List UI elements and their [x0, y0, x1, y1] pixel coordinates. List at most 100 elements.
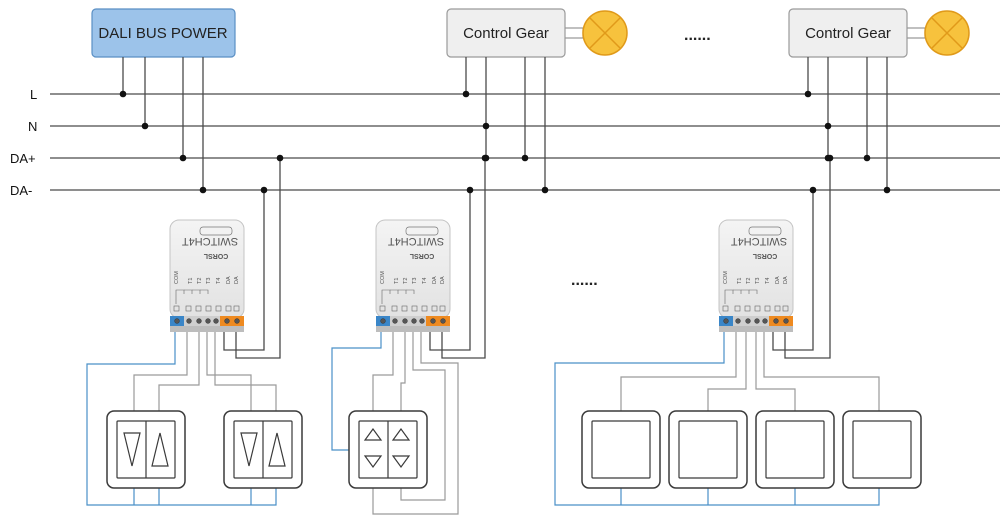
terminal-screw	[783, 318, 789, 324]
terminal-marker	[401, 305, 408, 312]
terminal-screw	[174, 318, 180, 324]
terminal-screw	[224, 318, 230, 324]
junction-dot	[179, 154, 187, 162]
up-arrow-icon	[391, 427, 411, 441]
terminal-base	[170, 326, 244, 332]
terminal-screw	[392, 318, 398, 324]
terminal-marker	[233, 305, 240, 312]
push-button-1[interactable]	[106, 410, 186, 489]
push-button-2[interactable]	[223, 410, 303, 489]
terminal-screw	[773, 318, 779, 324]
control-gear-box	[446, 8, 566, 58]
terminal-marker	[379, 305, 386, 312]
terminal-inputs	[733, 316, 769, 326]
terminal-label-t1: T1	[188, 278, 194, 284]
terminal-screw	[411, 318, 417, 324]
terminal-marker	[782, 305, 789, 312]
push-button-5[interactable]	[668, 410, 748, 489]
internal-schematic	[381, 289, 415, 304]
terminal-label-da1: DA	[432, 276, 438, 284]
terminal-label-t2: T2	[403, 278, 409, 284]
terminal-marker	[439, 305, 446, 312]
module-brand: CORSL	[409, 252, 434, 259]
terminal-screw	[205, 318, 211, 324]
terminal-screw	[745, 318, 751, 324]
power-box	[91, 8, 236, 58]
terminal-label-da2: DA	[234, 276, 240, 284]
terminal-label-t4: T4	[216, 278, 222, 284]
up-arrow-icon	[151, 432, 169, 467]
terminal-strip	[376, 316, 450, 332]
group-2-wiring	[331, 332, 459, 515]
down-arrow-icon	[363, 455, 383, 469]
module-model: SWITCH4T	[731, 235, 788, 247]
lamp-icon	[582, 10, 628, 56]
terminal-marker	[421, 305, 428, 312]
terminal-screw	[754, 318, 760, 324]
terminal-screw	[723, 318, 729, 324]
push-button-7[interactable]	[842, 410, 922, 489]
terminal-label-t3: T3	[755, 278, 761, 284]
terminal-strip	[170, 316, 244, 332]
module-model: SWITCH4T	[182, 235, 239, 247]
junction-dot	[199, 186, 207, 194]
terminal-marker	[734, 305, 741, 312]
terminal-label-t4: T4	[765, 278, 771, 284]
terminal-marker	[754, 305, 761, 312]
terminal-label-com: COM	[380, 271, 386, 284]
terminal-inputs	[184, 316, 220, 326]
down-arrow-icon	[123, 432, 141, 467]
control-gear-label: Control Gear	[463, 25, 549, 42]
down-arrow-icon	[391, 455, 411, 469]
control-gear-label: Control Gear	[805, 25, 891, 42]
terminal-label-t3: T3	[412, 278, 418, 284]
bus-label-da-plus: DA+	[10, 151, 36, 166]
terminal-marker	[774, 305, 781, 312]
up-arrow-icon	[268, 432, 286, 467]
junction-dot	[119, 90, 127, 98]
terminal-label-t3: T3	[206, 278, 212, 284]
dali-logo	[199, 226, 233, 236]
terminal-screw	[380, 318, 386, 324]
terminal-label-da1: DA	[775, 276, 781, 284]
terminal-screw	[213, 318, 219, 324]
terminal-marker	[411, 305, 418, 312]
lamp-icon	[924, 10, 970, 56]
control-gear-1: Control Gear	[446, 8, 628, 194]
terminal-screw	[430, 318, 436, 324]
push-button-3[interactable]	[348, 410, 428, 489]
internal-schematic	[724, 289, 758, 304]
terminal-label-da1: DA	[226, 276, 232, 284]
terminal-marker	[195, 305, 202, 312]
terminal-marker	[431, 305, 438, 312]
power-label: DALI BUS POWER	[98, 25, 227, 42]
push-button-6[interactable]	[755, 410, 835, 489]
terminal-marker	[185, 305, 192, 312]
dali-logo	[748, 226, 782, 236]
terminal-label-t1: T1	[394, 278, 400, 284]
push-button-4[interactable]	[581, 410, 661, 489]
bus-label-l: L	[30, 87, 37, 102]
module-model: SWITCH4T	[388, 235, 445, 247]
terminal-marker	[391, 305, 398, 312]
terminal-inputs	[390, 316, 426, 326]
dali-logo	[405, 226, 439, 236]
up-arrow-icon	[363, 427, 383, 441]
terminal-marker	[205, 305, 212, 312]
terminal-label-t4: T4	[422, 278, 428, 284]
terminal-marker	[225, 305, 232, 312]
terminal-screw	[186, 318, 192, 324]
terminal-screw	[419, 318, 425, 324]
terminal-da	[220, 316, 244, 326]
bus-label-da-minus: DA-	[10, 183, 32, 198]
control-gear-2: Control Gear	[788, 8, 970, 194]
terminal-strip	[719, 316, 793, 332]
terminal-screw	[402, 318, 408, 324]
module-brand: CORSL	[752, 252, 777, 259]
terminal-screw	[440, 318, 446, 324]
terminal-label-da2: DA	[783, 276, 789, 284]
bus-label-n: N	[28, 119, 37, 134]
